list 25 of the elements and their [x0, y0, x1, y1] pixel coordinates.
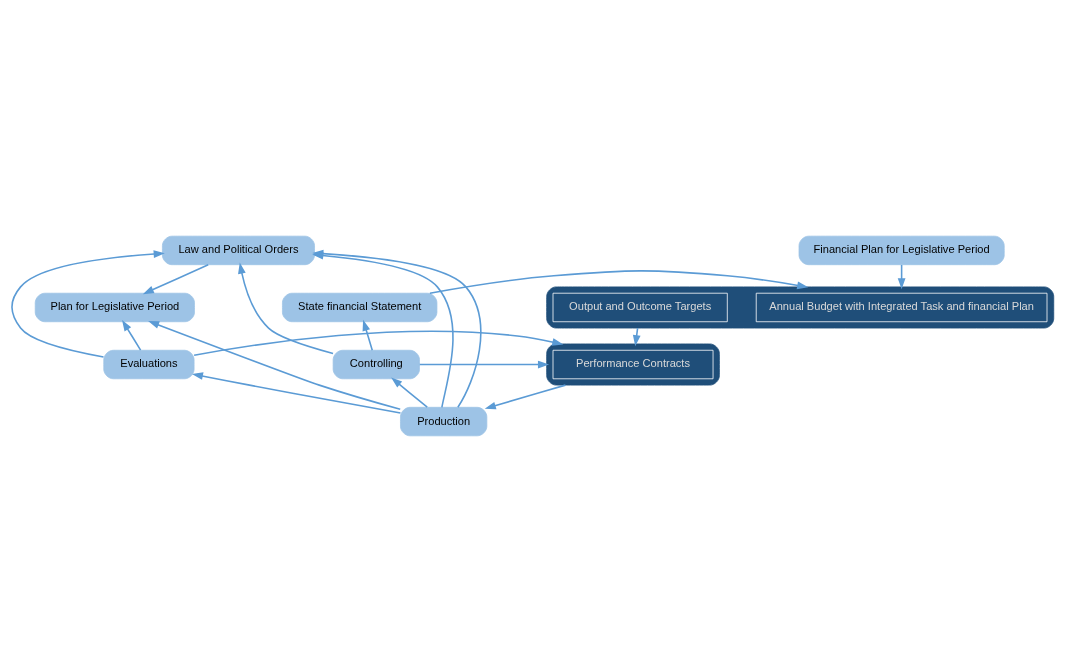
arrow — [897, 263, 906, 289]
arrow — [362, 319, 374, 351]
node-box: Law and Political Orders — [162, 235, 315, 265]
node-box: Evaluations — [103, 349, 195, 379]
arrow — [11, 249, 165, 358]
arrow — [122, 319, 142, 351]
arrow — [418, 360, 550, 368]
node-box: Performance Contracts — [552, 349, 714, 379]
arrow — [429, 269, 809, 294]
cluster — [546, 286, 1055, 328]
node-box: Output and Outcome Targets — [552, 292, 728, 322]
node-box: Controlling — [332, 349, 420, 379]
arrow — [391, 377, 428, 408]
node-box: Production — [400, 406, 488, 436]
arrow — [148, 320, 401, 410]
node-box: Financial Plan for Legislative Period — [798, 235, 1005, 265]
node-box: Plan for Legislative Period — [34, 292, 195, 322]
arrow — [238, 262, 334, 354]
arrow — [191, 371, 402, 414]
node-box: Annual Budget with Integrated Task and financial Plan — [755, 292, 1048, 322]
node-box: State financial Statement — [282, 292, 438, 322]
arrow — [484, 383, 567, 409]
cluster — [546, 343, 720, 385]
arrow — [142, 263, 209, 294]
arrow — [193, 329, 564, 356]
